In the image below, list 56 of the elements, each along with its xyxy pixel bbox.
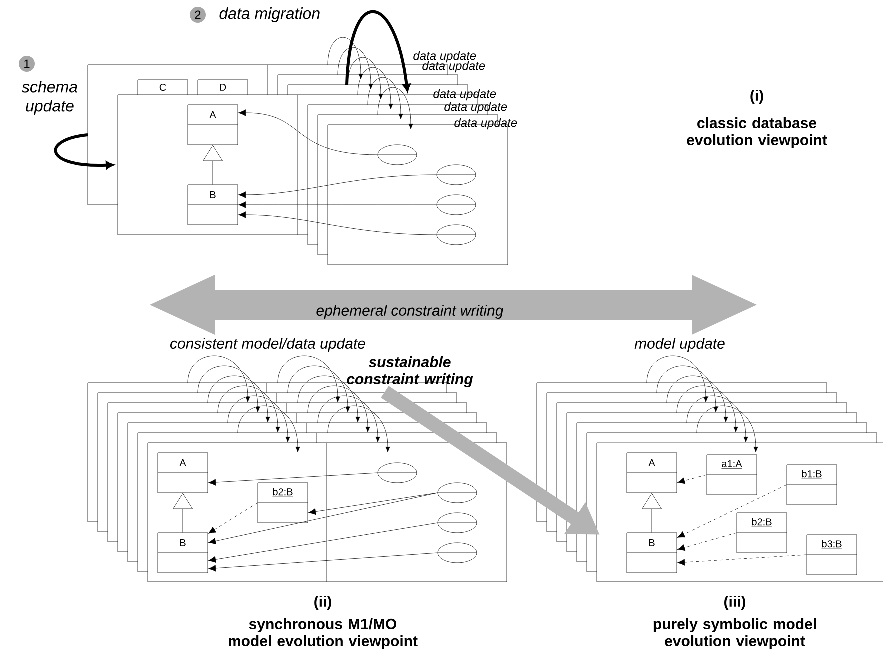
class-box: B — [626, 532, 678, 574]
arrow — [678, 474, 707, 484]
step-number: 2 — [190, 7, 206, 23]
record-oval — [438, 542, 478, 564]
arrow — [238, 202, 437, 208]
class-box: C — [138, 80, 188, 96]
arrow — [642, 493, 662, 533]
record-oval — [436, 194, 476, 216]
class-box: D — [198, 80, 248, 96]
class-box: b1:B — [786, 464, 838, 506]
record-oval — [436, 164, 476, 186]
panel-title: (iii) — [724, 596, 746, 610]
panel-title: synchronous M1/MO model evolution viewpoint — [229, 618, 418, 650]
step-number: 1 — [19, 56, 35, 72]
panel-title: classic database evolution viewpoint — [687, 118, 828, 148]
class-box: a1:A — [706, 454, 758, 496]
class-box: B — [188, 184, 238, 226]
update-note: data update — [444, 102, 508, 114]
arrow — [308, 492, 438, 516]
note-text: ephemeral constraint writing — [316, 305, 504, 319]
arrow — [173, 493, 193, 533]
panel-title: purely symbolic model evolution viewpoint — [654, 618, 816, 650]
arrow — [203, 145, 223, 185]
arrow — [238, 110, 378, 156]
arrow — [678, 532, 737, 552]
arrow — [208, 522, 438, 563]
record-oval — [436, 224, 476, 246]
step-label: schema update — [22, 81, 78, 115]
arrow — [678, 554, 807, 566]
note-text: sustainable constraint writing — [347, 356, 474, 388]
update-note: data update — [422, 61, 486, 73]
note-text: model update — [634, 338, 725, 352]
arrow — [208, 472, 378, 486]
update-note: data update — [454, 118, 518, 130]
record-oval — [378, 144, 418, 166]
record-oval — [438, 512, 478, 534]
panel-title: (i) — [750, 90, 764, 104]
arrow — [208, 502, 258, 534]
arrow — [208, 552, 438, 572]
class-box: b3:B — [806, 534, 858, 576]
class-box: A — [188, 104, 238, 146]
class-box: b2:B — [736, 512, 788, 554]
class-box: A — [158, 452, 208, 494]
arrow — [208, 492, 438, 545]
class-box: A — [626, 452, 678, 494]
class-box: B — [158, 532, 208, 574]
update-note: data update — [434, 89, 496, 101]
arrow — [677, 484, 787, 538]
record-oval — [438, 482, 478, 504]
step-label: data migration — [220, 8, 320, 22]
class-box: b2:B — [258, 482, 308, 524]
arrow — [238, 174, 437, 198]
note-text: consistent model/data update — [170, 338, 366, 352]
panel-title: (ii) — [314, 596, 332, 610]
arrow — [238, 212, 437, 236]
record-oval — [378, 462, 418, 484]
